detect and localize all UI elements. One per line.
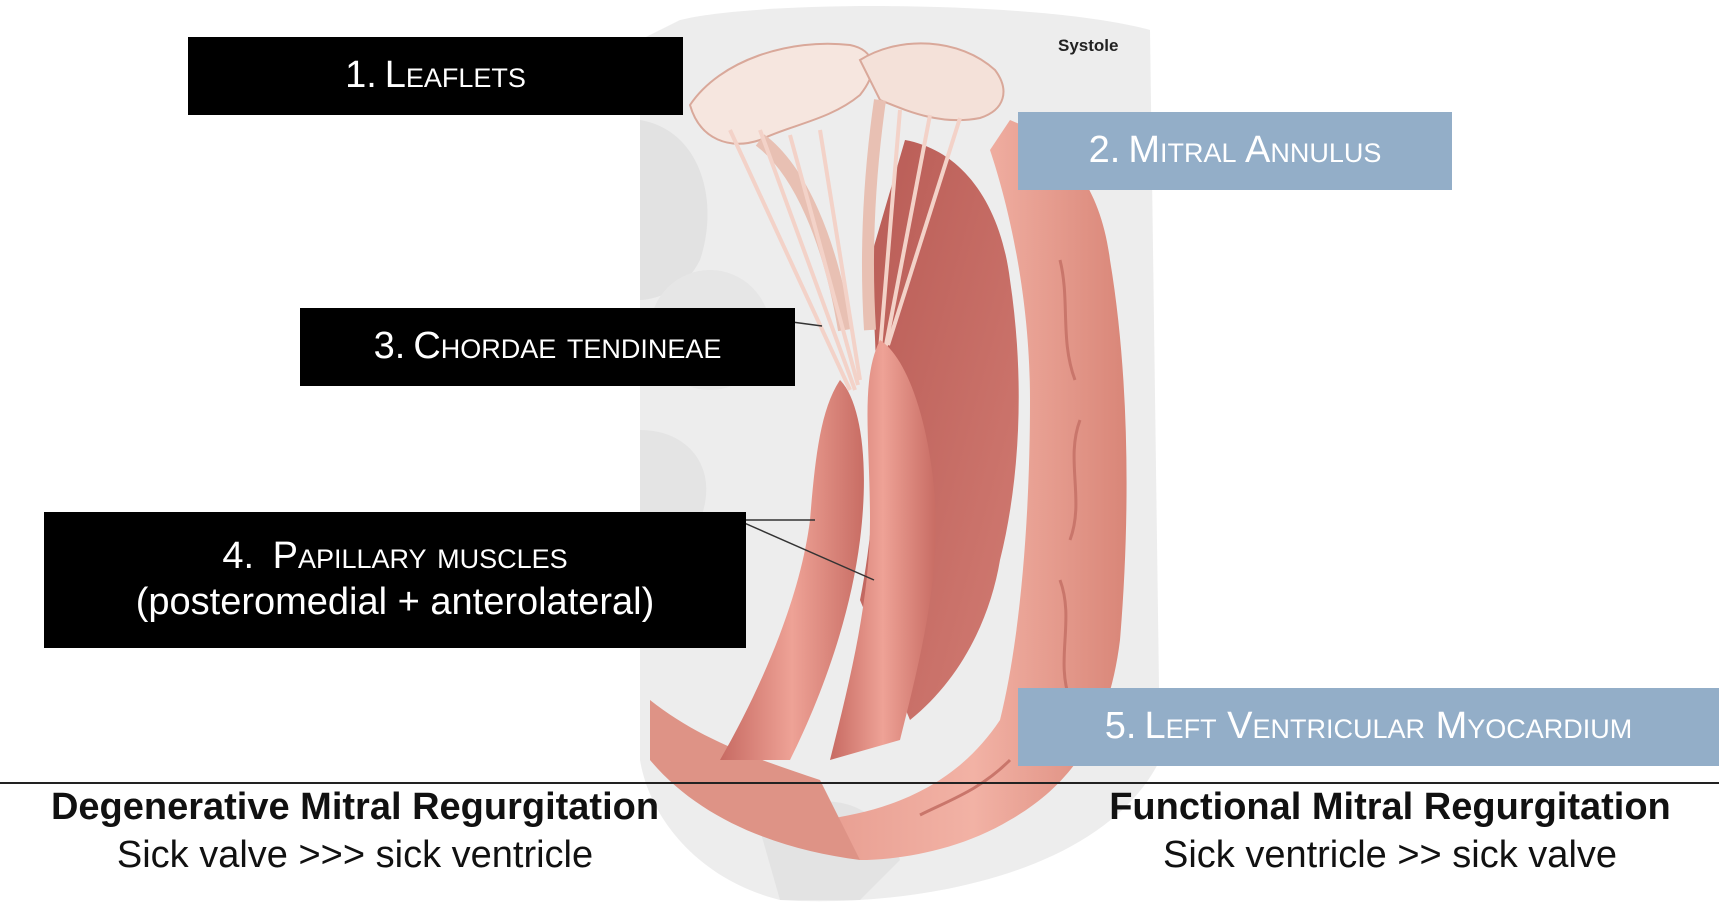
caption-functional-text: Sick ventricle >> sick valve [1080,832,1700,880]
caption-functional-title: Functional Mitral Regurgitation [1080,784,1700,832]
label-leaflets-number: 1. [345,53,377,99]
systole-label: Systole [1058,36,1118,56]
label-mitral-annulus-number: 2. [1089,128,1121,174]
caption-degenerative: Degenerative Mitral Regurgitation Sick v… [20,782,690,879]
label-chordae-text: Chordae tendineae [413,324,721,370]
label-papillary-number: 4. [222,535,254,577]
label-myocardium-text: Left Ventricular Myocardium [1144,704,1632,750]
label-chordae-tendineae: 3. Chordae tendineae [300,308,795,386]
label-papillary-subtext: (posteromedial + anterolateral) [136,580,655,626]
caption-degenerative-title: Degenerative Mitral Regurgitation [20,784,690,832]
label-mitral-annulus: 2. Mitral Annulus [1018,112,1452,190]
label-chordae-number: 3. [374,324,406,370]
label-papillary-text: Papillary muscles [273,535,568,577]
caption-degenerative-text: Sick valve >>> sick ventricle [20,832,690,880]
label-leaflets-text: Leaflets [385,53,526,99]
label-mitral-annulus-text: Mitral Annulus [1128,128,1381,174]
caption-functional: Functional Mitral Regurgitation Sick ven… [1080,782,1700,879]
label-myocardium-number: 5. [1105,704,1137,750]
label-left-ventricular-myocardium: 5. Left Ventricular Myocardium [1018,688,1719,766]
label-leaflets: 1. Leaflets [188,37,683,115]
label-papillary-muscles: 4. Papillary muscles (posteromedial + an… [44,512,746,648]
